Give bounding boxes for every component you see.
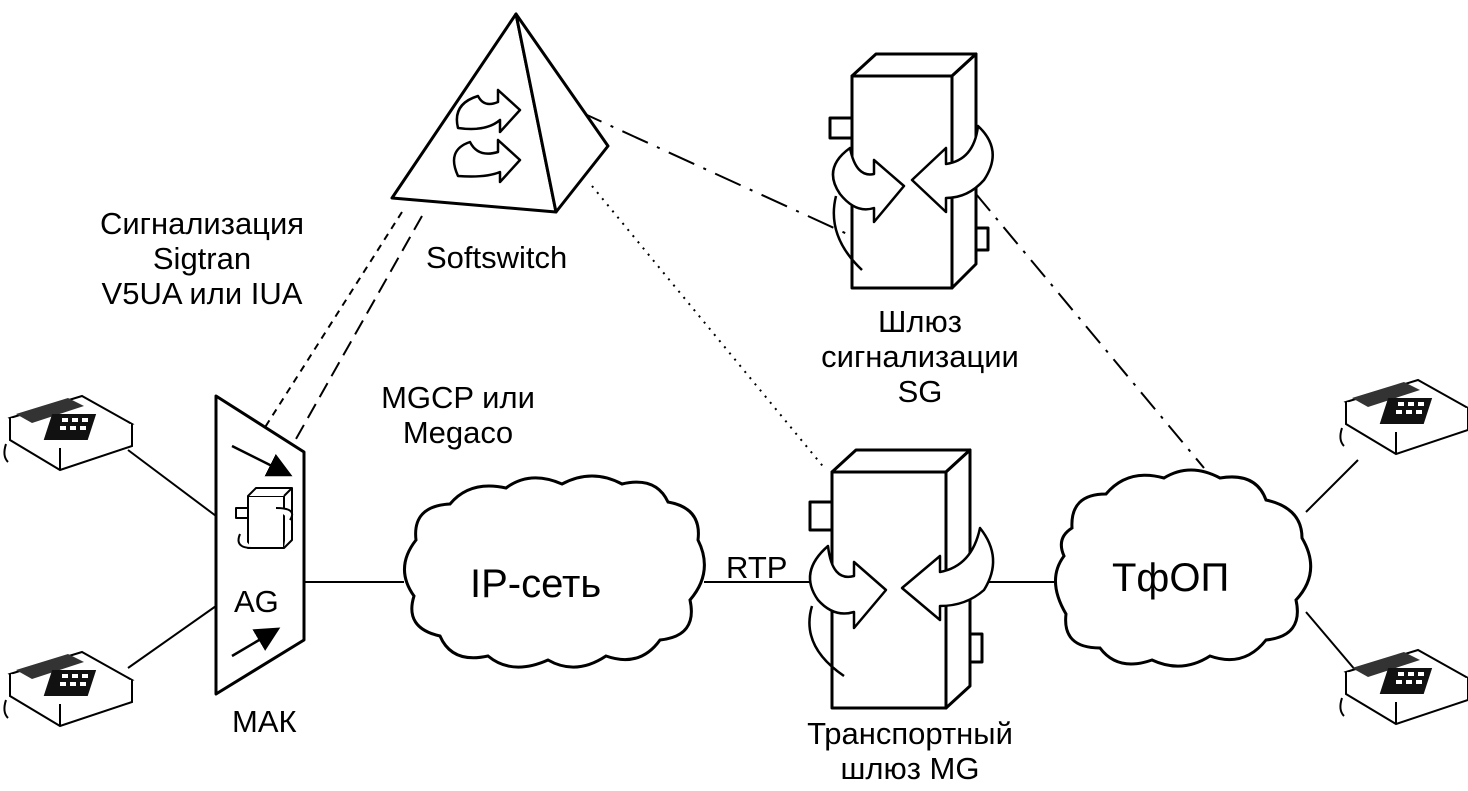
softswitch-arrows-icon (452, 88, 522, 184)
mg-label-line2: шлюз MG (840, 751, 980, 786)
media-gateway-box (808, 448, 995, 710)
sigtran-line-1 (261, 211, 403, 433)
ag-label: AG (234, 584, 279, 619)
mak-label: МАК (232, 704, 297, 739)
sigtran-label: Сигнализация Sigtran V5UA или IUA (52, 206, 352, 311)
mgcp-label: MGCP или Megaco (348, 380, 568, 450)
pstn-label: ТфОП (1112, 556, 1230, 600)
sg-pstn-line (975, 193, 1205, 469)
phone-link-top-right (1305, 459, 1359, 513)
ip-network-label: IP-сеть (470, 562, 602, 606)
phone-link-bottom-right (1305, 611, 1363, 679)
mgcp-label-line2: Megaco (402, 415, 514, 450)
softswitch-label: Softswitch (426, 240, 568, 275)
telephone-icon-bottom-left (3, 651, 133, 727)
sigtran-label-line1: Сигнализация (99, 206, 305, 241)
access-gateway-ag (214, 394, 306, 696)
sg-label-line3: SG (897, 374, 943, 409)
sg-label: Шлюз сигнализации SG (790, 304, 1050, 409)
sigtran-line-2 (291, 215, 423, 447)
sg-label-line1: Шлюз (878, 304, 962, 339)
telephone-icon-bottom-right (1339, 649, 1468, 725)
mg-label-line1: Транспортный (807, 716, 1013, 751)
mgcp-label-line1: MGCP или (381, 380, 535, 415)
signaling-gateway-box (828, 52, 994, 290)
ag-switch-icon (235, 487, 294, 549)
rtp-label: RTP (726, 550, 788, 585)
sigtran-label-line3: V5UA или IUA (101, 276, 303, 311)
sigtran-label-line2: Sigtran (152, 241, 252, 276)
mg-label: Транспортный шлюз MG (760, 716, 1060, 786)
phone-link-top-left (127, 449, 217, 517)
telephone-icon-top-left (3, 395, 133, 471)
ip-network-cloud (403, 474, 706, 669)
softswitch-sg-line (575, 109, 857, 239)
telephone-icon-top-right (1339, 379, 1468, 455)
phone-link-bottom-left (127, 605, 217, 669)
pstn-cloud (1054, 468, 1313, 668)
sg-switch-arrows-icon (831, 124, 994, 271)
sg-label-line2: сигнализации (821, 339, 1019, 374)
softswitch-pyramid (390, 12, 610, 214)
mg-switch-arrows-icon (808, 526, 995, 678)
